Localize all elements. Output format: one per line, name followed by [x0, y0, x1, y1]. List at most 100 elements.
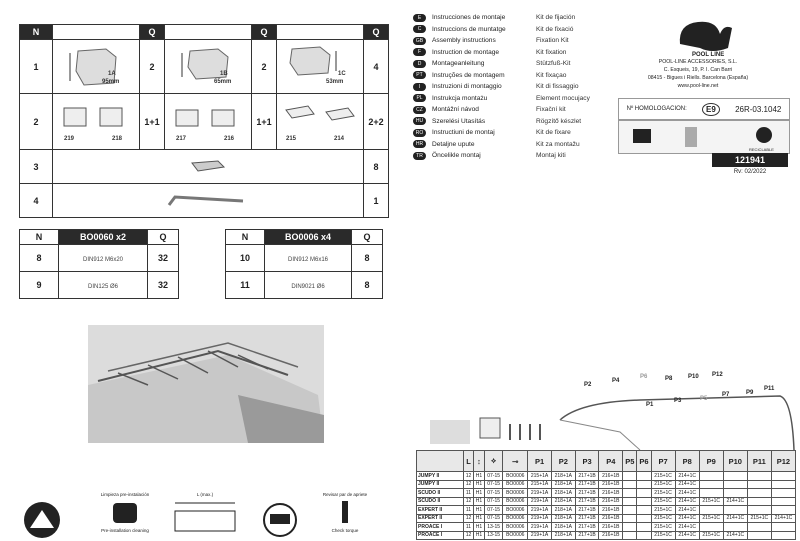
- pool-line-logo: POOL LINE: [679, 21, 732, 58]
- svg-text:214: 214: [334, 136, 345, 142]
- svg-text:1A: 1A: [108, 71, 116, 77]
- product-code: 121941: [712, 153, 788, 167]
- row-number: 4: [19, 183, 53, 218]
- foot-1a-image: 1A 95mm: [69, 47, 119, 86]
- svg-text:P8: P8: [665, 376, 673, 382]
- svg-text:P12: P12: [712, 372, 723, 378]
- year-icon: ⟡: [483, 450, 504, 472]
- vehicle-model: JUMPY II: [416, 479, 464, 489]
- col-q: Q: [251, 24, 277, 40]
- cleaning-icon: [113, 503, 137, 523]
- vehicle-model: PROACE I: [416, 522, 464, 532]
- vehicle-model: PROACE I: [416, 530, 464, 540]
- col-q: Q: [139, 24, 165, 40]
- svg-text:95mm: 95mm: [102, 79, 119, 85]
- van-roof-rack-image: [88, 325, 324, 443]
- recycle-icon: [756, 127, 772, 143]
- svg-text:218: 218: [112, 136, 123, 142]
- height-icon: ↕: [472, 450, 485, 472]
- kit-1c: 1C 53mm: [276, 39, 364, 94]
- svg-text:RECICLABLE: RECICLABLE: [749, 147, 774, 152]
- rack-detail-icon: [430, 420, 470, 444]
- bolt-table-bo0006: N BO0006 x4 Q 10 DIN912 M6x16 8 11 DIN90…: [225, 229, 383, 299]
- vehicle-fitting-table: L ↕ ⟡ ⊸ P1 P2 P3 P4 P5 P6 P7 P8 P9 P10 P…: [416, 450, 797, 540]
- svg-text:217: 217: [176, 136, 187, 142]
- info-icon: [685, 127, 697, 147]
- foot-1c-image: 1C 53mm: [289, 45, 346, 85]
- foot-detail-icon: [479, 417, 501, 439]
- max-speed-icon: [24, 502, 60, 538]
- svg-text:53mm: 53mm: [326, 79, 343, 85]
- kit-1a: 1A 95mm: [52, 39, 140, 94]
- clip-part: [52, 149, 364, 184]
- foot-1b-image: 1B 65mm: [181, 47, 231, 85]
- svg-text:1C: 1C: [338, 71, 346, 77]
- col-n: N: [19, 24, 53, 40]
- roof-points-diagram: P2 P4 P6 P8 P10 P12 P1 P3 P5 P7 P9 P11: [430, 372, 795, 450]
- torque-icon: [342, 501, 348, 523]
- svg-text:P10: P10: [688, 374, 699, 380]
- svg-text:P7: P7: [722, 392, 730, 398]
- kit-1b: 1B 65mm: [164, 39, 252, 94]
- svg-text:215: 215: [286, 136, 297, 142]
- vehicle-table-header: L ↕ ⟡ ⊸ P1 P2 P3 P4 P5 P6 P7 P8 P9 P10 P…: [416, 450, 797, 472]
- box-icon: [633, 129, 651, 143]
- brackets-219-218: 219 218: [52, 93, 140, 150]
- brackets-217-216: 217 216: [164, 93, 252, 150]
- svg-text:1B: 1B: [220, 71, 228, 77]
- van-length-icon: [174, 502, 236, 532]
- row-number: 1: [19, 39, 53, 94]
- bolt-icon: ⊸: [502, 450, 529, 472]
- vehicle-model: JUMPY II: [416, 471, 464, 481]
- vehicle-model: SCUDO II: [416, 488, 464, 498]
- svg-text:65mm: 65mm: [214, 79, 231, 85]
- packaging-icons: RECICLABLE: [618, 120, 790, 154]
- vehicle-model: SCUDO II: [416, 496, 464, 506]
- svg-text:POOL LINE: POOL LINE: [692, 52, 724, 58]
- svg-text:P5: P5: [700, 396, 708, 402]
- e-mark: E9: [702, 102, 720, 116]
- allen-key-part: [52, 183, 364, 218]
- vehicle-model: EXPERT II: [416, 505, 464, 515]
- svg-text:P4: P4: [612, 378, 620, 384]
- brackets-215-214: 215 214: [276, 93, 364, 150]
- install-icons-row: Limpieza pre-instalación Pre-installatio…: [20, 492, 380, 541]
- svg-text:P3: P3: [674, 398, 682, 404]
- vehicle-model: EXPERT II: [416, 513, 464, 523]
- svg-text:P11: P11: [764, 386, 775, 392]
- svg-text:P2: P2: [584, 382, 592, 388]
- svg-text:P1: P1: [646, 402, 654, 408]
- svg-text:P9: P9: [746, 390, 754, 396]
- rack-top-icon: [263, 503, 297, 537]
- row-number: 2: [19, 93, 53, 150]
- parts-table: N Q Q Q 1 1A 95mm 2 1B 65mm 2: [19, 24, 389, 218]
- row-number: 3: [19, 149, 53, 184]
- svg-text:216: 216: [224, 136, 235, 142]
- revision: Rv: 02/2022: [733, 169, 767, 175]
- company-address: POOL-LINE ACCESSORIES, S.L. C. Esqueis, …: [647, 59, 749, 89]
- col-q: Q: [363, 24, 389, 40]
- svg-text:219: 219: [64, 136, 75, 142]
- svg-text:P6: P6: [640, 374, 648, 380]
